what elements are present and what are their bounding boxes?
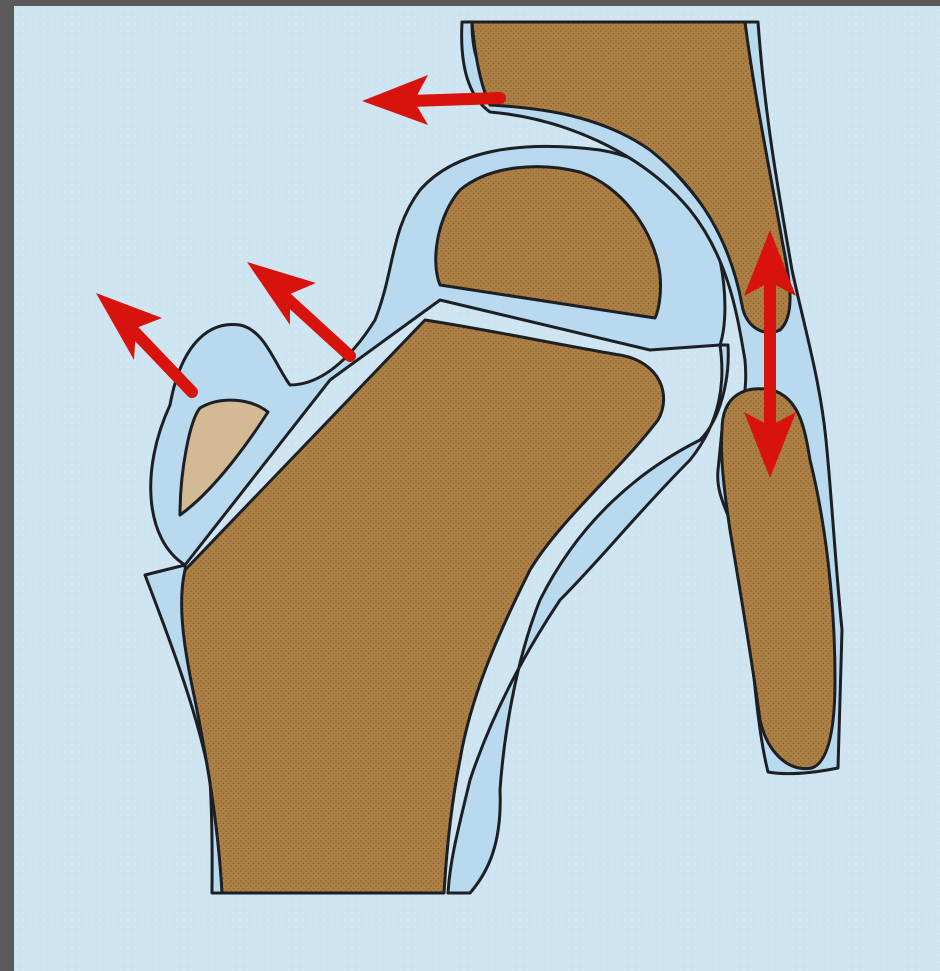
arrow-icon — [410, 98, 500, 101]
